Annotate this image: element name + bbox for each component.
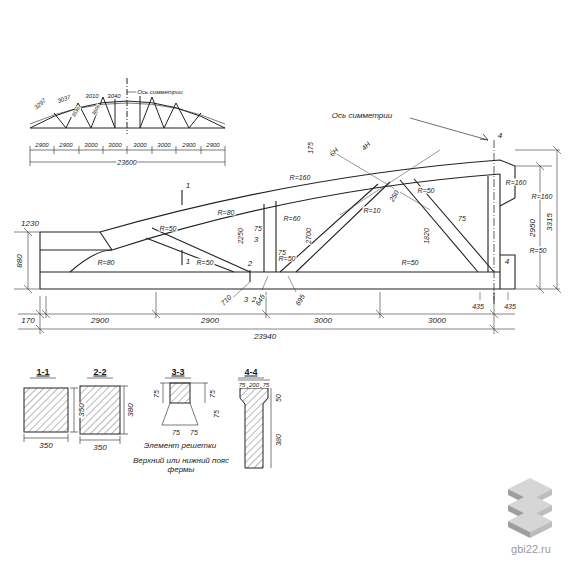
dimension-label: 2700 [305,227,312,245]
dimension-label: 4 [497,132,503,140]
dimension-label: 23600 [116,159,137,166]
dimension-label: 75 [457,215,467,222]
dimension-label: 2900 [90,317,110,325]
dimension-label: 3000 [427,317,447,325]
dimension-label: 880 [16,253,24,268]
dimension-label: 3000 [156,142,171,148]
dimension-label: 2900 [58,142,73,148]
dimension-label: R=80 [217,209,236,216]
dimension-label: 75 [213,409,220,419]
dimension-label: 4Н [360,140,373,153]
cross-sections [24,378,271,468]
dimension-label: 350 [38,442,53,450]
section-title: 4-4 [243,368,258,377]
dimension-label: 23940 [253,333,277,341]
dimension-label: 695 [294,292,307,307]
dimension-label: 3000 [132,142,147,148]
dimension-label: R=160 [289,174,312,181]
dimension-label: R=50 [196,259,215,266]
dimension-label: R=60 [283,215,302,222]
dimension-label: 380 [275,433,282,447]
dimension-label: 50 [275,393,282,403]
dimension-label: 2900 [200,317,220,325]
dimension-label: 350 [78,402,86,417]
dimension-label: 380 [127,402,135,417]
section-title: 1-1 [35,368,50,377]
dimension-label: Ось симметрии [136,89,183,95]
small-scheme [30,78,225,166]
dimension-label: 1230 [20,220,40,228]
dimension-label: 75 [277,249,287,256]
dimension-label: 3000 [83,142,98,148]
dimension-label: R=50 [529,247,548,254]
dimension-label: 1 [185,258,191,266]
dimension-lines [14,118,561,334]
dimension-label: 3315 [546,212,554,232]
dimension-label: 3536 [71,105,82,119]
dimension-label: 3037 [56,94,72,105]
dimension-label: 3297 [32,97,48,111]
dimension-label: 75 [238,382,247,388]
dimension-label: 2250 [237,227,244,245]
section-title: 3-3 [170,368,185,377]
dimension-label: R=50 [278,255,297,262]
dimension-label: R=10 [363,207,382,214]
dimension-label: 75 [253,225,263,232]
dimension-label: 2900 [181,142,196,148]
note-text: Верхний или нижний пояс фермы [124,457,238,475]
dimension-label: 435 [503,303,517,310]
dimension-label: 6Н [328,146,341,159]
dimension-label: 170 [20,317,35,325]
dimension-label: 3 [253,236,259,244]
dimension-label: 75 [209,389,216,399]
section-title: 2-2 [92,368,107,377]
dimension-label: 710 [219,293,234,308]
dimension-label: 3010 [84,93,99,99]
dimension-label: 200 [248,382,260,388]
dimension-label: 175 [307,141,314,155]
dimension-label: R=80 [97,259,116,266]
dimension-label: 3000 [313,317,333,325]
dimension-label: 1 [185,182,191,190]
dimension-label: 2950 [529,218,537,238]
dimension-label: R=160 [505,179,528,186]
dimension-label: 3606 [91,103,102,117]
dimension-label: 2900 [205,142,220,148]
dimension-label: 645 [254,292,267,307]
watermark: gbi22.ru [510,544,552,555]
dimension-label: 4 [504,258,510,266]
dimension-label: 2900 [34,142,49,148]
dimension-label: R=50 [159,225,178,232]
dimension-label: 3 [243,296,249,304]
watermark-logo [508,478,552,538]
dimension-label: R=50 [417,187,436,194]
dimension-label: 250 [388,188,401,203]
main-truss [40,160,515,289]
dimension-label: 3040 [106,93,121,99]
dimension-label: 75 [189,429,199,436]
dimension-label: 75 [153,389,160,399]
dimension-label: 75 [262,382,271,388]
dimension-label: 1820 [423,227,430,245]
dimension-label: Элемент решетки [143,442,217,450]
dimension-label: 3000 [107,142,122,148]
dimension-label: 350 [92,444,107,452]
dimension-label: R=160 [531,193,554,200]
dimension-label: Ось симметрии [331,112,393,120]
dimension-label: 2 [247,260,253,268]
dimension-label: 435 [471,303,485,310]
dimension-label: R=50 [401,259,420,266]
dimension-label: 75 [171,429,181,436]
